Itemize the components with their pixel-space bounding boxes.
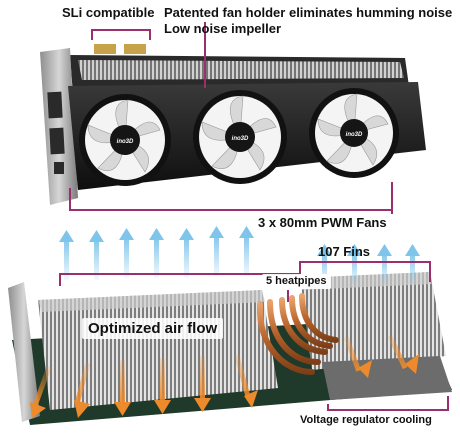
- callout-lines-top: [69, 22, 393, 214]
- dvi-port: [49, 127, 65, 155]
- fin-stack-right: [300, 272, 446, 370]
- heatpipes: [256, 293, 339, 375]
- intake-arrow: [119, 228, 134, 278]
- intake-arrow: [89, 230, 104, 280]
- exhaust-arrow: [154, 358, 171, 414]
- vrm-heatsink: [322, 356, 452, 400]
- cooling-fan: ino3D: [193, 90, 287, 184]
- fan-logo: ino3D: [346, 132, 363, 138]
- exhaust-arrow: [387, 334, 419, 374]
- intake-arrow: [149, 228, 164, 278]
- sli-connector: [124, 44, 146, 54]
- label-optimized-air-flow: Optimized air flow: [82, 318, 224, 339]
- airflow-intake-arrows: [59, 226, 420, 284]
- intake-arrow: [59, 230, 74, 280]
- label-sli-compatible: SLi compatible: [62, 5, 155, 20]
- fan-logo: ino3D: [117, 139, 134, 145]
- label-pwm-fans: 3 x 80mm PWM Fans: [258, 215, 387, 230]
- exhaust-arrow: [74, 362, 91, 418]
- callout-lines-bottom: [59, 261, 449, 411]
- exhaust-arrow: [343, 336, 372, 378]
- label-heatpipes: 5 heatpipes: [262, 274, 331, 289]
- label-low-noise-impeller: Low noise impeller: [164, 21, 282, 36]
- hdmi-port: [54, 162, 64, 174]
- intake-arrow: [179, 228, 194, 278]
- intake-arrow: [377, 244, 392, 284]
- dvi-port: [47, 91, 63, 119]
- intake-arrow: [239, 226, 254, 276]
- graphics-card: ino3D ino3D: [40, 44, 426, 205]
- label-fan-holder: Patented fan holder eliminates humming n…: [164, 5, 453, 20]
- io-bracket: [8, 282, 40, 422]
- label-fin-count: 107 Fins: [318, 244, 371, 259]
- exhaust-arrow: [194, 356, 211, 412]
- exhaust-arrow: [30, 365, 52, 418]
- sli-connector: [94, 44, 116, 54]
- intake-arrow: [209, 226, 224, 276]
- fan-logo: ino3D: [232, 136, 249, 142]
- exhaust-arrow: [114, 360, 131, 416]
- intake-arrow: [347, 244, 362, 284]
- cooling-fan: ino3D: [309, 88, 399, 178]
- cooling-fan: ino3D: [79, 94, 171, 186]
- airflow-exhaust-arrows: [30, 334, 419, 418]
- exhaust-arrow: [234, 353, 258, 408]
- intake-arrow: [405, 244, 420, 284]
- intake-arrow: [317, 244, 332, 284]
- label-voltage-regulator-cooling: Voltage regulator cooling: [300, 414, 432, 426]
